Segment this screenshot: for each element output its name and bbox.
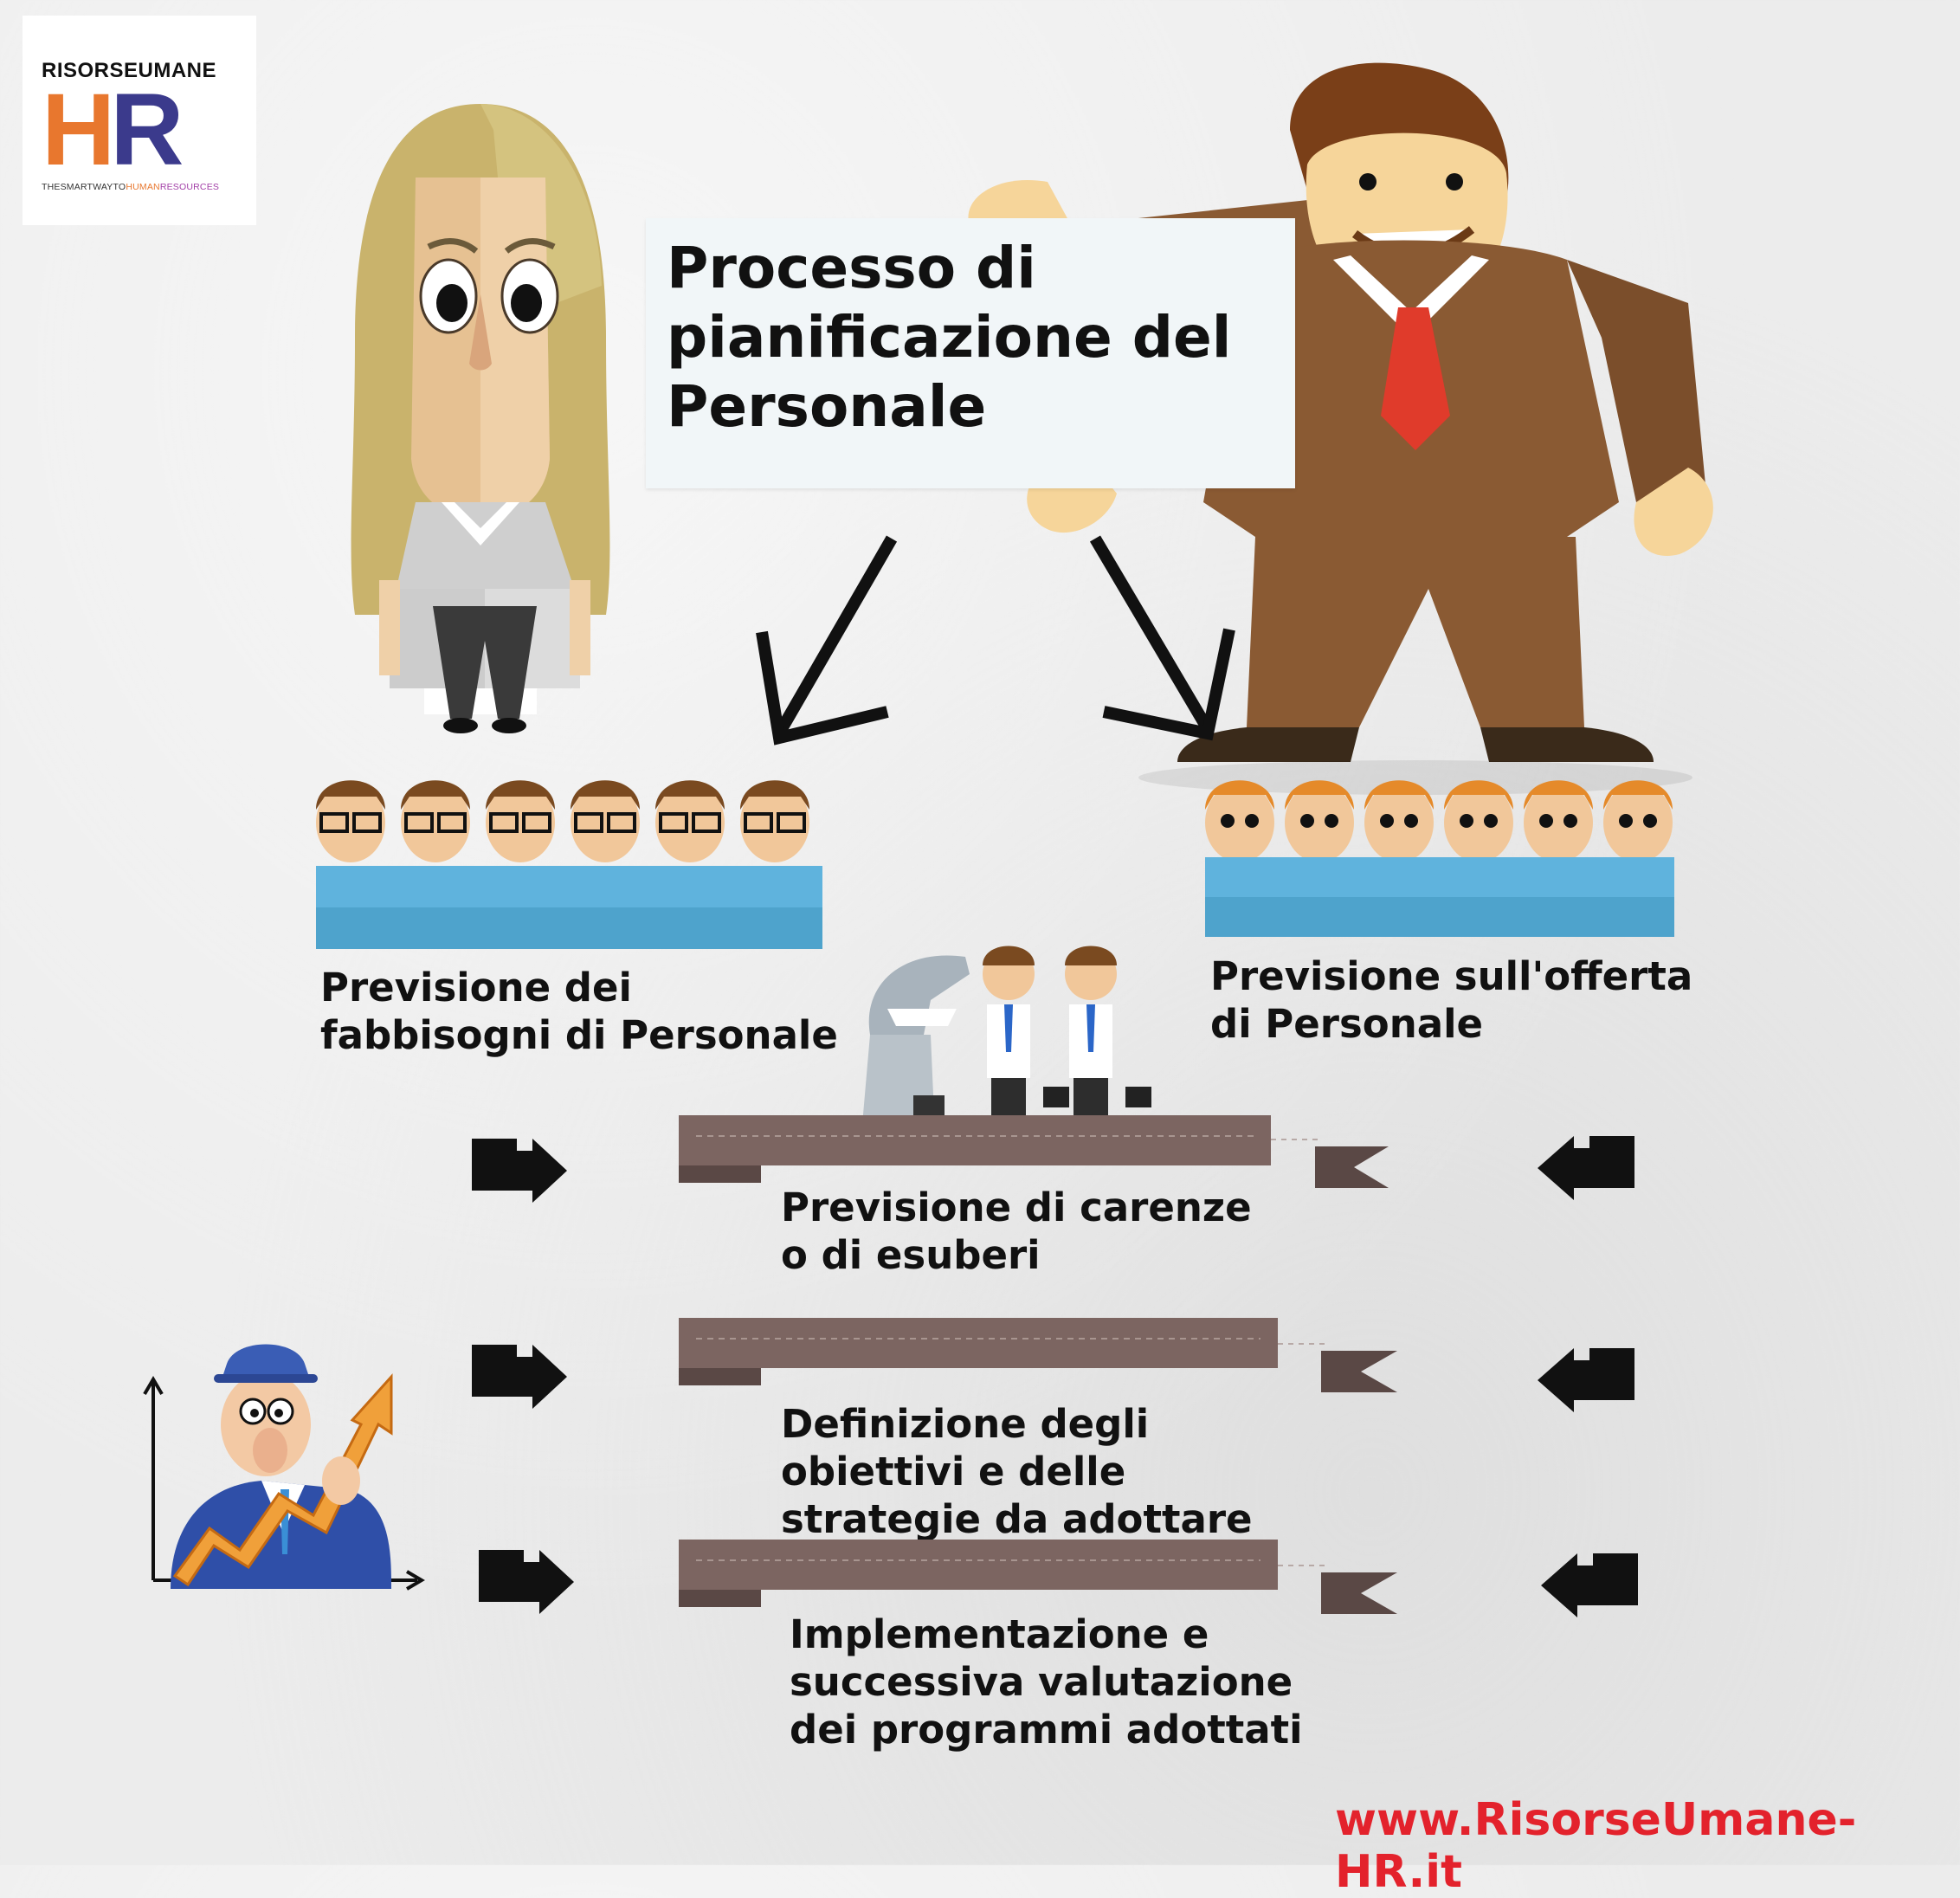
step-arrow-left-2 [1538, 1348, 1634, 1412]
logo-tagline: THESMARTWAYTOHUMANRESOURCES [42, 182, 220, 192]
step-arrow-left-1 [1538, 1136, 1634, 1200]
ribbon-3 [679, 1540, 1397, 1614]
website-link[interactable]: www.RisorseUmane-HR.it [1335, 1794, 1857, 1898]
businesswoman-legs [433, 606, 537, 733]
shark-and-businessmen-illustration [861, 946, 1151, 1134]
people-group-supply [1205, 780, 1674, 937]
logo-brand-text: RISORSEUMANE [42, 59, 217, 82]
step-2-label: Definizione degli obiettivi e delle stra… [781, 1401, 1253, 1542]
people-group-demand [316, 778, 822, 949]
step-arrow-right-1 [472, 1139, 567, 1203]
arrow-down-right-icon [1089, 535, 1235, 741]
demand-forecast-label: Previsione dei fabbisogni di Personale [320, 965, 838, 1058]
logo-mark: HR [42, 73, 184, 187]
arrow-down-left-icon [756, 535, 898, 746]
supply-forecast-label: Previsione sull'offerta di Personale [1210, 953, 1693, 1047]
step-1-label: Previsione di carenze o di esuberi [781, 1185, 1252, 1278]
ribbon-1 [679, 1115, 1389, 1188]
growth-chart-illustration [143, 1344, 425, 1591]
step-arrow-right-3 [479, 1550, 574, 1614]
businesswoman-illustration [351, 104, 610, 714]
step-3-label: Implementazione e successiva valutazione… [790, 1611, 1303, 1753]
step-arrow-right-2 [472, 1345, 567, 1409]
ribbon-2 [679, 1318, 1397, 1392]
page-title: Processo di pianificazione del Personale [667, 235, 1232, 440]
step-arrow-left-3 [1541, 1553, 1638, 1617]
brand-logo: RISORSEUMANE HR THESMARTWAYTOHUMANRESOUR… [23, 16, 256, 225]
title-card: Processo di pianificazione del Personale [646, 218, 1295, 488]
businessman-presenting-illustration [968, 62, 1713, 795]
